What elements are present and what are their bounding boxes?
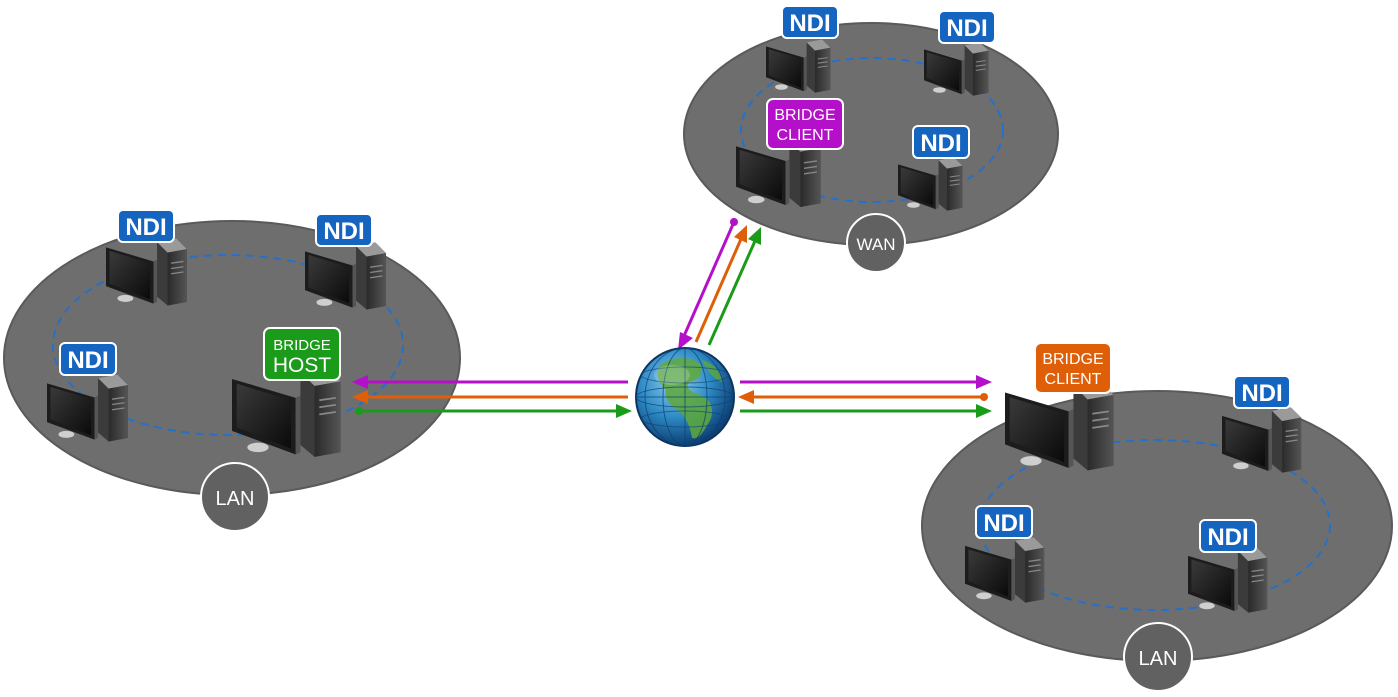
arrow-green-right <box>740 404 992 418</box>
ndi-badge: NDI <box>975 505 1033 539</box>
arrow-green-left <box>355 404 632 418</box>
wan-ring <box>740 57 1004 203</box>
ndi-badge: NDI <box>781 5 839 39</box>
ndi-badge: NDI <box>938 10 996 44</box>
svg-text:BRIDGE: BRIDGE <box>774 107 835 124</box>
svg-text:NDI: NDI <box>67 347 108 374</box>
arrow-purple-right <box>740 375 992 389</box>
svg-text:NDI: NDI <box>946 15 987 42</box>
lan-label-right: LAN <box>1123 622 1193 692</box>
bridge-host-badge: BRIDGE HOST <box>263 327 341 381</box>
svg-text:NDI: NDI <box>323 218 364 245</box>
svg-text:LAN: LAN <box>216 488 255 510</box>
svg-text:NDI: NDI <box>983 510 1024 537</box>
wan-label: WAN <box>846 213 906 273</box>
arrow-green-up <box>707 227 761 346</box>
svg-text:CLIENT: CLIENT <box>1045 371 1102 388</box>
ndi-badge: NDI <box>315 213 373 247</box>
arrow-orange-left <box>352 390 628 404</box>
ndi-badge: NDI <box>1233 375 1291 409</box>
arrow-orange-up <box>694 225 747 343</box>
svg-text:NDI: NDI <box>1241 380 1282 407</box>
svg-text:BRIDGE: BRIDGE <box>273 337 331 354</box>
lan-label-left: LAN <box>200 462 270 532</box>
ndi-badge: NDI <box>912 125 970 159</box>
lan-left-ring <box>52 254 404 436</box>
svg-text:NDI: NDI <box>125 214 166 241</box>
svg-text:WAN: WAN <box>856 235 895 254</box>
svg-text:CLIENT: CLIENT <box>777 127 834 144</box>
ndi-badge: NDI <box>59 342 117 376</box>
bridge-client-badge-wan: BRIDGE CLIENT <box>766 98 844 150</box>
svg-text:HOST: HOST <box>273 354 332 377</box>
svg-text:NDI: NDI <box>1207 524 1248 551</box>
ndi-badge: NDI <box>1199 519 1257 553</box>
svg-text:NDI: NDI <box>789 10 830 37</box>
svg-text:LAN: LAN <box>1139 648 1178 670</box>
arrow-orange-right <box>738 390 988 404</box>
arrow-purple-left <box>352 375 628 389</box>
svg-text:BRIDGE: BRIDGE <box>1042 351 1103 368</box>
globe-icon <box>635 347 735 447</box>
ndi-badge: NDI <box>117 209 175 243</box>
bridge-client-badge-lan: BRIDGE CLIENT <box>1034 342 1112 394</box>
arrow-purple-up <box>678 218 738 350</box>
svg-text:NDI: NDI <box>920 130 961 157</box>
